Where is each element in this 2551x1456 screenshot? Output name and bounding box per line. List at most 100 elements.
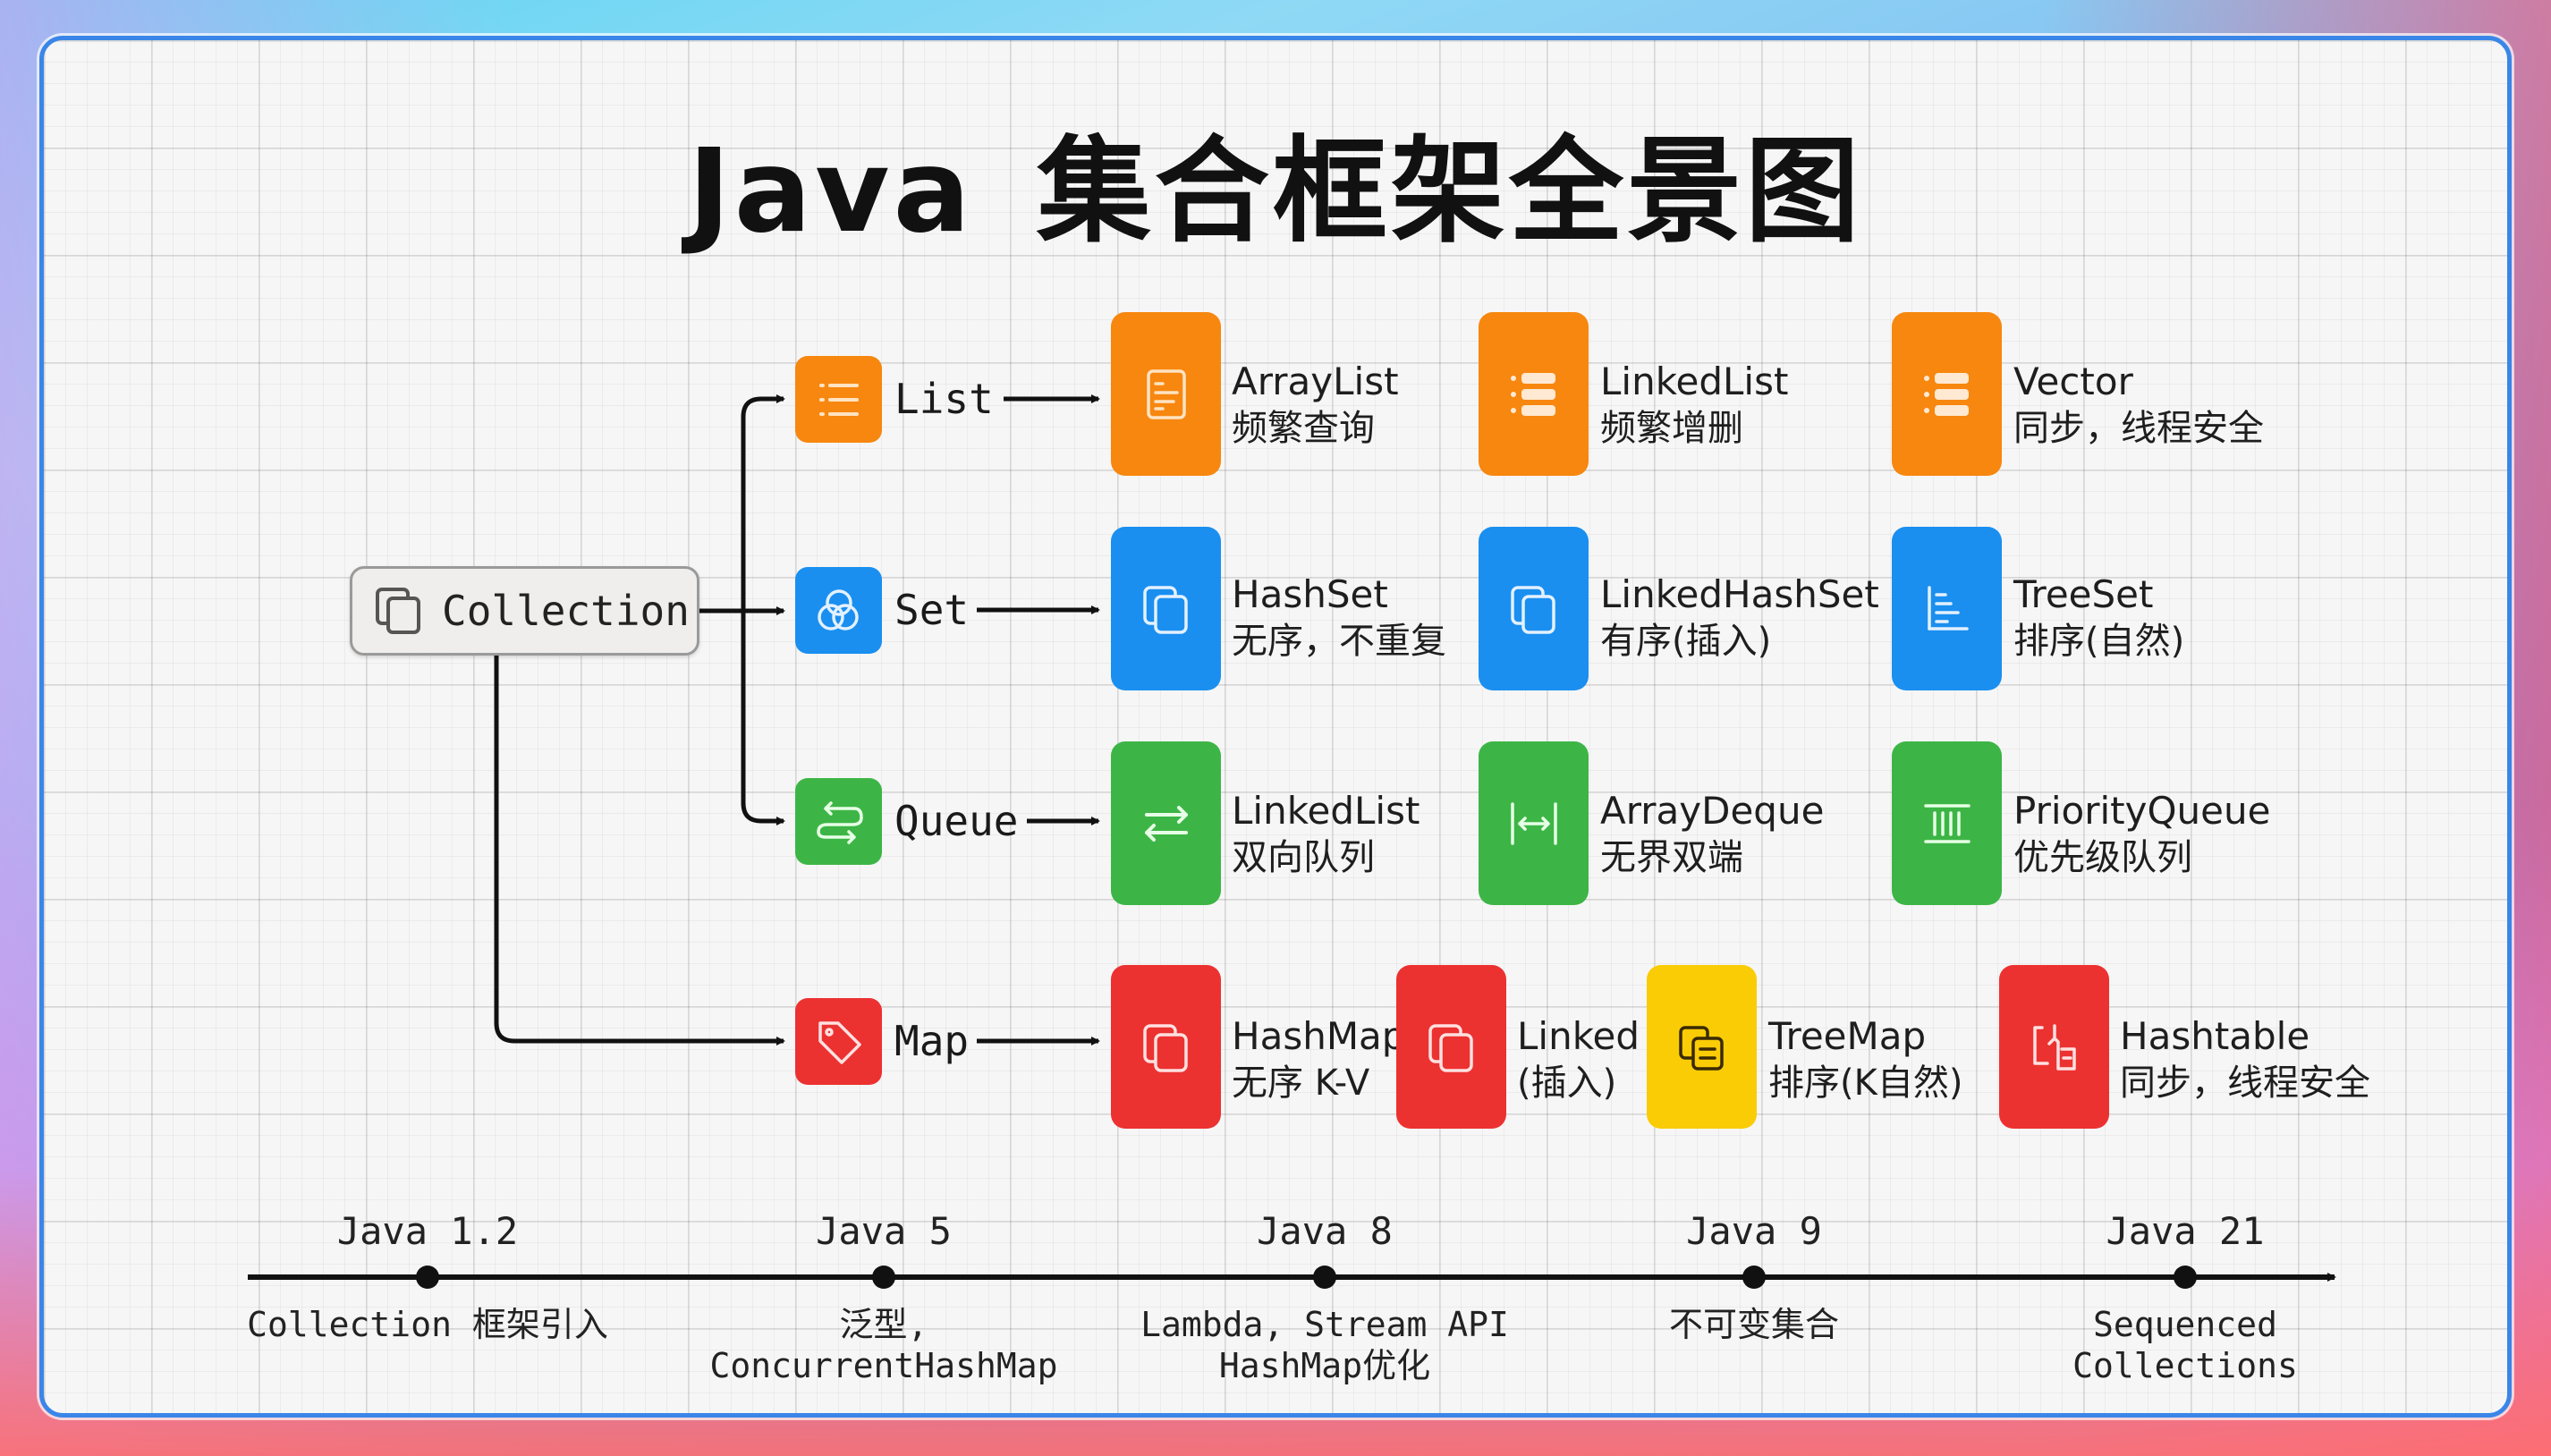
timeline-desc-line: Collection 框架引入 (247, 1305, 608, 1344)
impl-desc: 双向队列 (1232, 836, 1375, 878)
list-icon (818, 383, 859, 416)
category-set-label: Set (894, 586, 970, 634)
collection-root-node[interactable]: Collection (350, 566, 699, 656)
impl-desc: 有序(插入) (1600, 620, 1772, 662)
card-hashtable[interactable] (1999, 965, 2109, 1129)
timeline-desc: Lambda, Stream API HashMap优化 (1140, 1304, 1509, 1387)
impl-desc: 同步，线程安全 (2120, 1062, 2370, 1104)
timeline-version: Java 8 (1257, 1209, 1393, 1253)
timeline-version: Java 1.2 (336, 1209, 519, 1253)
category-set-icon-box[interactable] (795, 567, 882, 654)
linked-rows-icon (1923, 372, 1969, 416)
copy-icon (1142, 1023, 1188, 1072)
card-vector[interactable] (1892, 312, 2002, 476)
impl-name: LinkedList (1600, 360, 1789, 403)
copy-icon (1510, 585, 1555, 634)
connector-map (494, 656, 785, 1045)
card-linkedhashset-text: LinkedHashSet 有序(插入) (1600, 571, 1879, 665)
category-list-icon-box[interactable] (795, 356, 882, 443)
timeline-desc: Sequenced Collections (2072, 1304, 2298, 1387)
card-treeset-text: TreeSet 排序(自然) (2013, 571, 2184, 665)
card-treemap[interactable] (1647, 965, 1757, 1129)
card-linkedlist-text: LinkedList 频繁增删 (1600, 358, 1788, 452)
card-arraydeque-text: ArrayDeque 无界双端 (1600, 787, 1824, 881)
timeline-desc: 泛型, ConcurrentHashMap (710, 1304, 1058, 1387)
category-queue-label: Queue (894, 797, 1019, 845)
impl-desc: (插入) (1517, 1062, 1617, 1104)
card-priorityqueue[interactable] (1892, 741, 2002, 905)
lock-split-icon (2032, 1023, 2076, 1071)
card-hashset[interactable] (1111, 527, 1221, 690)
timeline-dot (2174, 1266, 2197, 1289)
impl-desc: 频繁增删 (1600, 407, 1743, 449)
category-map-label: Map (894, 1017, 970, 1065)
timeline-dot (1313, 1266, 1336, 1289)
document-icon (1146, 368, 1186, 419)
venn-circles-icon (817, 588, 859, 631)
impl-desc: 排序(自然) (2013, 620, 2185, 662)
sorted-bars-icon (1927, 585, 1969, 631)
impl-desc: 同步，线程安全 (2013, 407, 2264, 449)
card-linkedhashset[interactable] (1479, 527, 1589, 690)
copy-icon (1142, 585, 1188, 634)
card-priorityqueue-text: PriorityQueue 优先级队列 (2013, 787, 2270, 881)
diagram-canvas (39, 36, 2512, 1418)
impl-desc: 频繁查询 (1232, 407, 1375, 449)
connector-list (741, 394, 785, 611)
loop-arrows-icon (816, 800, 863, 844)
impl-name: ArrayDeque (1600, 789, 1825, 833)
timeline-desc-line: Sequenced (2093, 1305, 2277, 1344)
impl-name: PriorityQueue (2013, 789, 2271, 833)
card-queue-linkedlist[interactable] (1111, 741, 1221, 905)
impl-name: ArrayList (1232, 360, 1399, 403)
impl-name: HashSet (1232, 572, 1388, 616)
timeline-desc-line: ConcurrentHashMap (709, 1346, 1058, 1386)
impl-name: Vector (2013, 360, 2133, 403)
timeline-dot (1742, 1266, 1766, 1289)
timeline-version: Java 21 (2106, 1209, 2265, 1253)
impl-desc: 优先级队列 (2013, 836, 2192, 878)
timeline-desc-line: Collections (2072, 1346, 2298, 1386)
copy-icon (1428, 1023, 1473, 1072)
card-treeset[interactable] (1892, 527, 2002, 690)
linked-rows-icon (1510, 372, 1555, 416)
card-queue-linkedlist-text: LinkedList 双向队列 (1232, 787, 1420, 881)
card-arraylist[interactable] (1111, 312, 1221, 476)
root-label: Collection (442, 587, 690, 635)
connector-queue (741, 611, 785, 825)
timeline-desc-line: 不可变集合 (1668, 1305, 1840, 1344)
card-treemap-text: TreeMap 排序(K自然) (1768, 1012, 1962, 1106)
stacked-cards-icon (1678, 1025, 1724, 1071)
impl-name: TreeSet (2013, 572, 2154, 616)
impl-name: TreeMap (1768, 1014, 1927, 1058)
card-vector-text: Vector 同步，线程安全 (2013, 358, 2264, 452)
card-arraydeque[interactable] (1479, 741, 1589, 905)
swap-arrows-icon (1144, 805, 1188, 842)
impl-name: Linked (1517, 1014, 1640, 1058)
impl-desc: 无界双端 (1600, 836, 1743, 878)
card-arraylist-text: ArrayList 频繁查询 (1232, 358, 1399, 452)
card-hashtable-text: Hashtable 同步，线程安全 (2120, 1012, 2370, 1106)
timeline-desc-line: Lambda, Stream API (1140, 1305, 1509, 1344)
impl-name: LinkedHashSet (1600, 572, 1879, 616)
grid-background (44, 40, 2507, 1413)
card-linkedhashmap[interactable] (1396, 965, 1506, 1129)
timeline-desc: Collection 框架引入 (247, 1304, 608, 1345)
category-list-label: List (894, 375, 994, 423)
category-queue-icon-box[interactable] (795, 778, 882, 865)
card-hashset-text: HashSet 无序，不重复 (1232, 571, 1446, 665)
card-hashmap[interactable] (1111, 965, 1221, 1129)
impl-name: LinkedList (1232, 789, 1420, 833)
timeline-dots (416, 1266, 2197, 1289)
impl-name: Hashtable (2120, 1014, 2310, 1058)
card-hashmap-text: HashMap 无序 K-V (1232, 1012, 1405, 1106)
category-map-icon-box[interactable] (795, 998, 882, 1085)
timeline-dot (872, 1266, 895, 1289)
title-latin: Java (688, 125, 974, 258)
timeline-desc: 不可变集合 (1669, 1304, 1839, 1345)
card-linkedlist[interactable] (1479, 312, 1589, 476)
timeline-version: Java 5 (816, 1209, 952, 1253)
tag-icon (818, 1020, 861, 1064)
